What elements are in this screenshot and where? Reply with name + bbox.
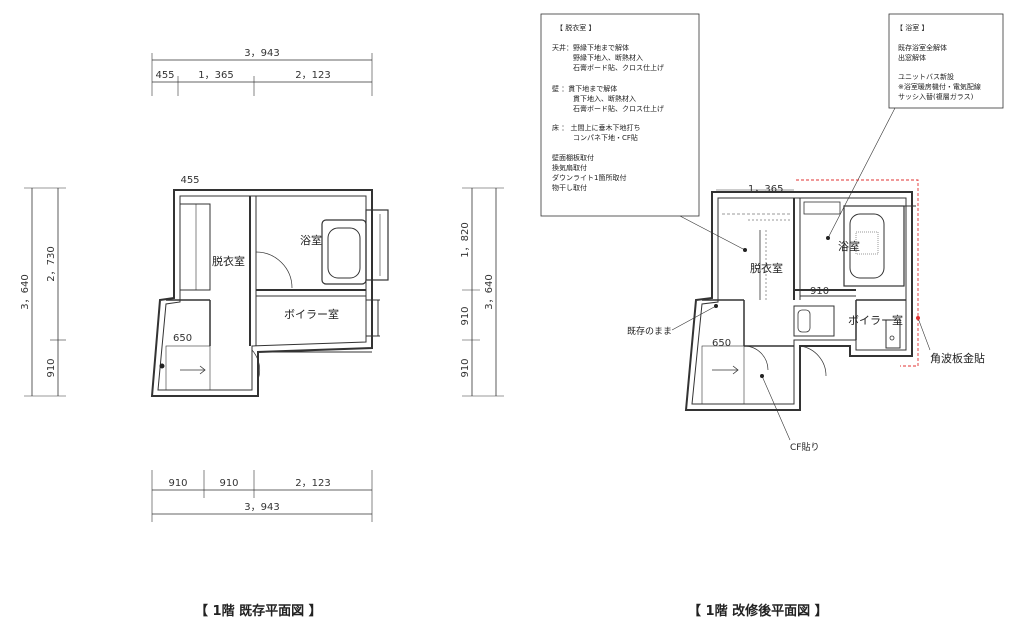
note-dressing-line: 野縁下地入、断熱材入 [552,53,643,62]
note-dressing-line: コンパネ下地・CF貼 [552,133,638,142]
existing-room-boiler: ボイラー室 [284,307,339,321]
label-siding: 角波板金貼 [930,351,985,365]
existing-caption: 【 1階 既存平面図 】 [195,603,322,619]
renovated-room-boiler: ボイラー室 [848,313,903,327]
note-bath-lines: 既存浴室全解体 出窓解体 ユニットバス新設 ※浴室暖房機付・電気配線 サッシ入替… [898,43,981,101]
existing-dim-right-b: 910 [460,306,471,325]
note-dressing-line: 壁面棚板取付 [552,153,594,162]
existing-dim-top-a: 455 [155,70,174,81]
existing-plan [24,53,504,522]
note-dressing-line: 物干し取付 [552,183,587,192]
existing-dim-left-total: 3，640 [20,274,31,309]
renovated-room-bath: 浴室 [838,239,860,253]
note-bath-line: ユニットバス新設 [898,72,954,81]
note-dressing-line: 天井：野縁下地まで解体 [552,43,629,52]
existing-dim-top-b: 1，365 [198,70,233,81]
existing-dim-top-c: 2，123 [295,70,330,81]
note-dressing-line: 換気扇取付 [552,163,587,172]
existing-stair-dim: 650 [173,333,192,344]
note-dressing-line: 床 ： 土間上に垂木下地打ち [552,123,640,132]
note-bath-line: ※浴室暖房機付・電気配線 [898,82,981,91]
renovated-room-dressing: 脱衣室 [750,261,783,275]
renovated-stair-dim: 650 [712,338,731,349]
existing-dim-left-b: 910 [46,358,57,377]
existing-dim-right-total: 3，640 [484,274,495,309]
note-dressing-line: 貫下地入、断熱材入 [552,94,636,103]
note-bath-line: 出窓解体 [898,53,926,62]
note-dressing-line: ダウンライト1箇所取付 [552,173,626,182]
existing-dim-right-c: 910 [460,358,471,377]
note-dressing-title: 【 脱衣室 】 [556,23,595,32]
label-existing-as-is: 既存のまま [627,325,672,337]
note-box-dressing [540,13,700,217]
label-cf: CF貼り [790,441,819,453]
renovated-dim-top: 1，365 [748,184,783,195]
renovated-plan [671,107,931,441]
existing-room-bath: 浴室 [300,233,322,247]
existing-dim-bottom-c: 2，123 [295,478,330,489]
renovated-caption: 【 1階 改修後平面図 】 [688,603,828,619]
existing-dim-top-total: 3，943 [244,48,279,59]
existing-dim-bottom-b: 910 [219,478,238,489]
existing-dim-bottom-a: 910 [168,478,187,489]
note-box-bath [888,13,1004,109]
note-bath-line: 既存浴室全解体 [898,43,947,52]
renovated-dim-910: 910 [810,286,829,297]
existing-dim-wall-455: 455 [180,175,199,186]
note-dressing-line: 石膏ボード貼、クロス仕上げ [552,104,664,113]
existing-dim-left-a: 2，730 [46,246,57,281]
note-dressing-line: 石膏ボード貼、クロス仕上げ [552,63,664,72]
existing-dim-right-a: 1，820 [460,222,471,257]
note-bath-title: 【 浴室 】 [896,23,928,32]
note-dressing-line: 壁 ：貫下地まで解体 [552,84,617,93]
note-bath-line: サッシ入替(複層ガラス) [898,92,974,101]
existing-dim-bottom-total: 3，943 [244,502,279,513]
note-dressing-lines: 天井：野縁下地まで解体 野縁下地入、断熱材入 石膏ボード貼、クロス仕上げ 壁 ：… [552,43,664,192]
existing-room-dressing: 脱衣室 [212,254,245,268]
